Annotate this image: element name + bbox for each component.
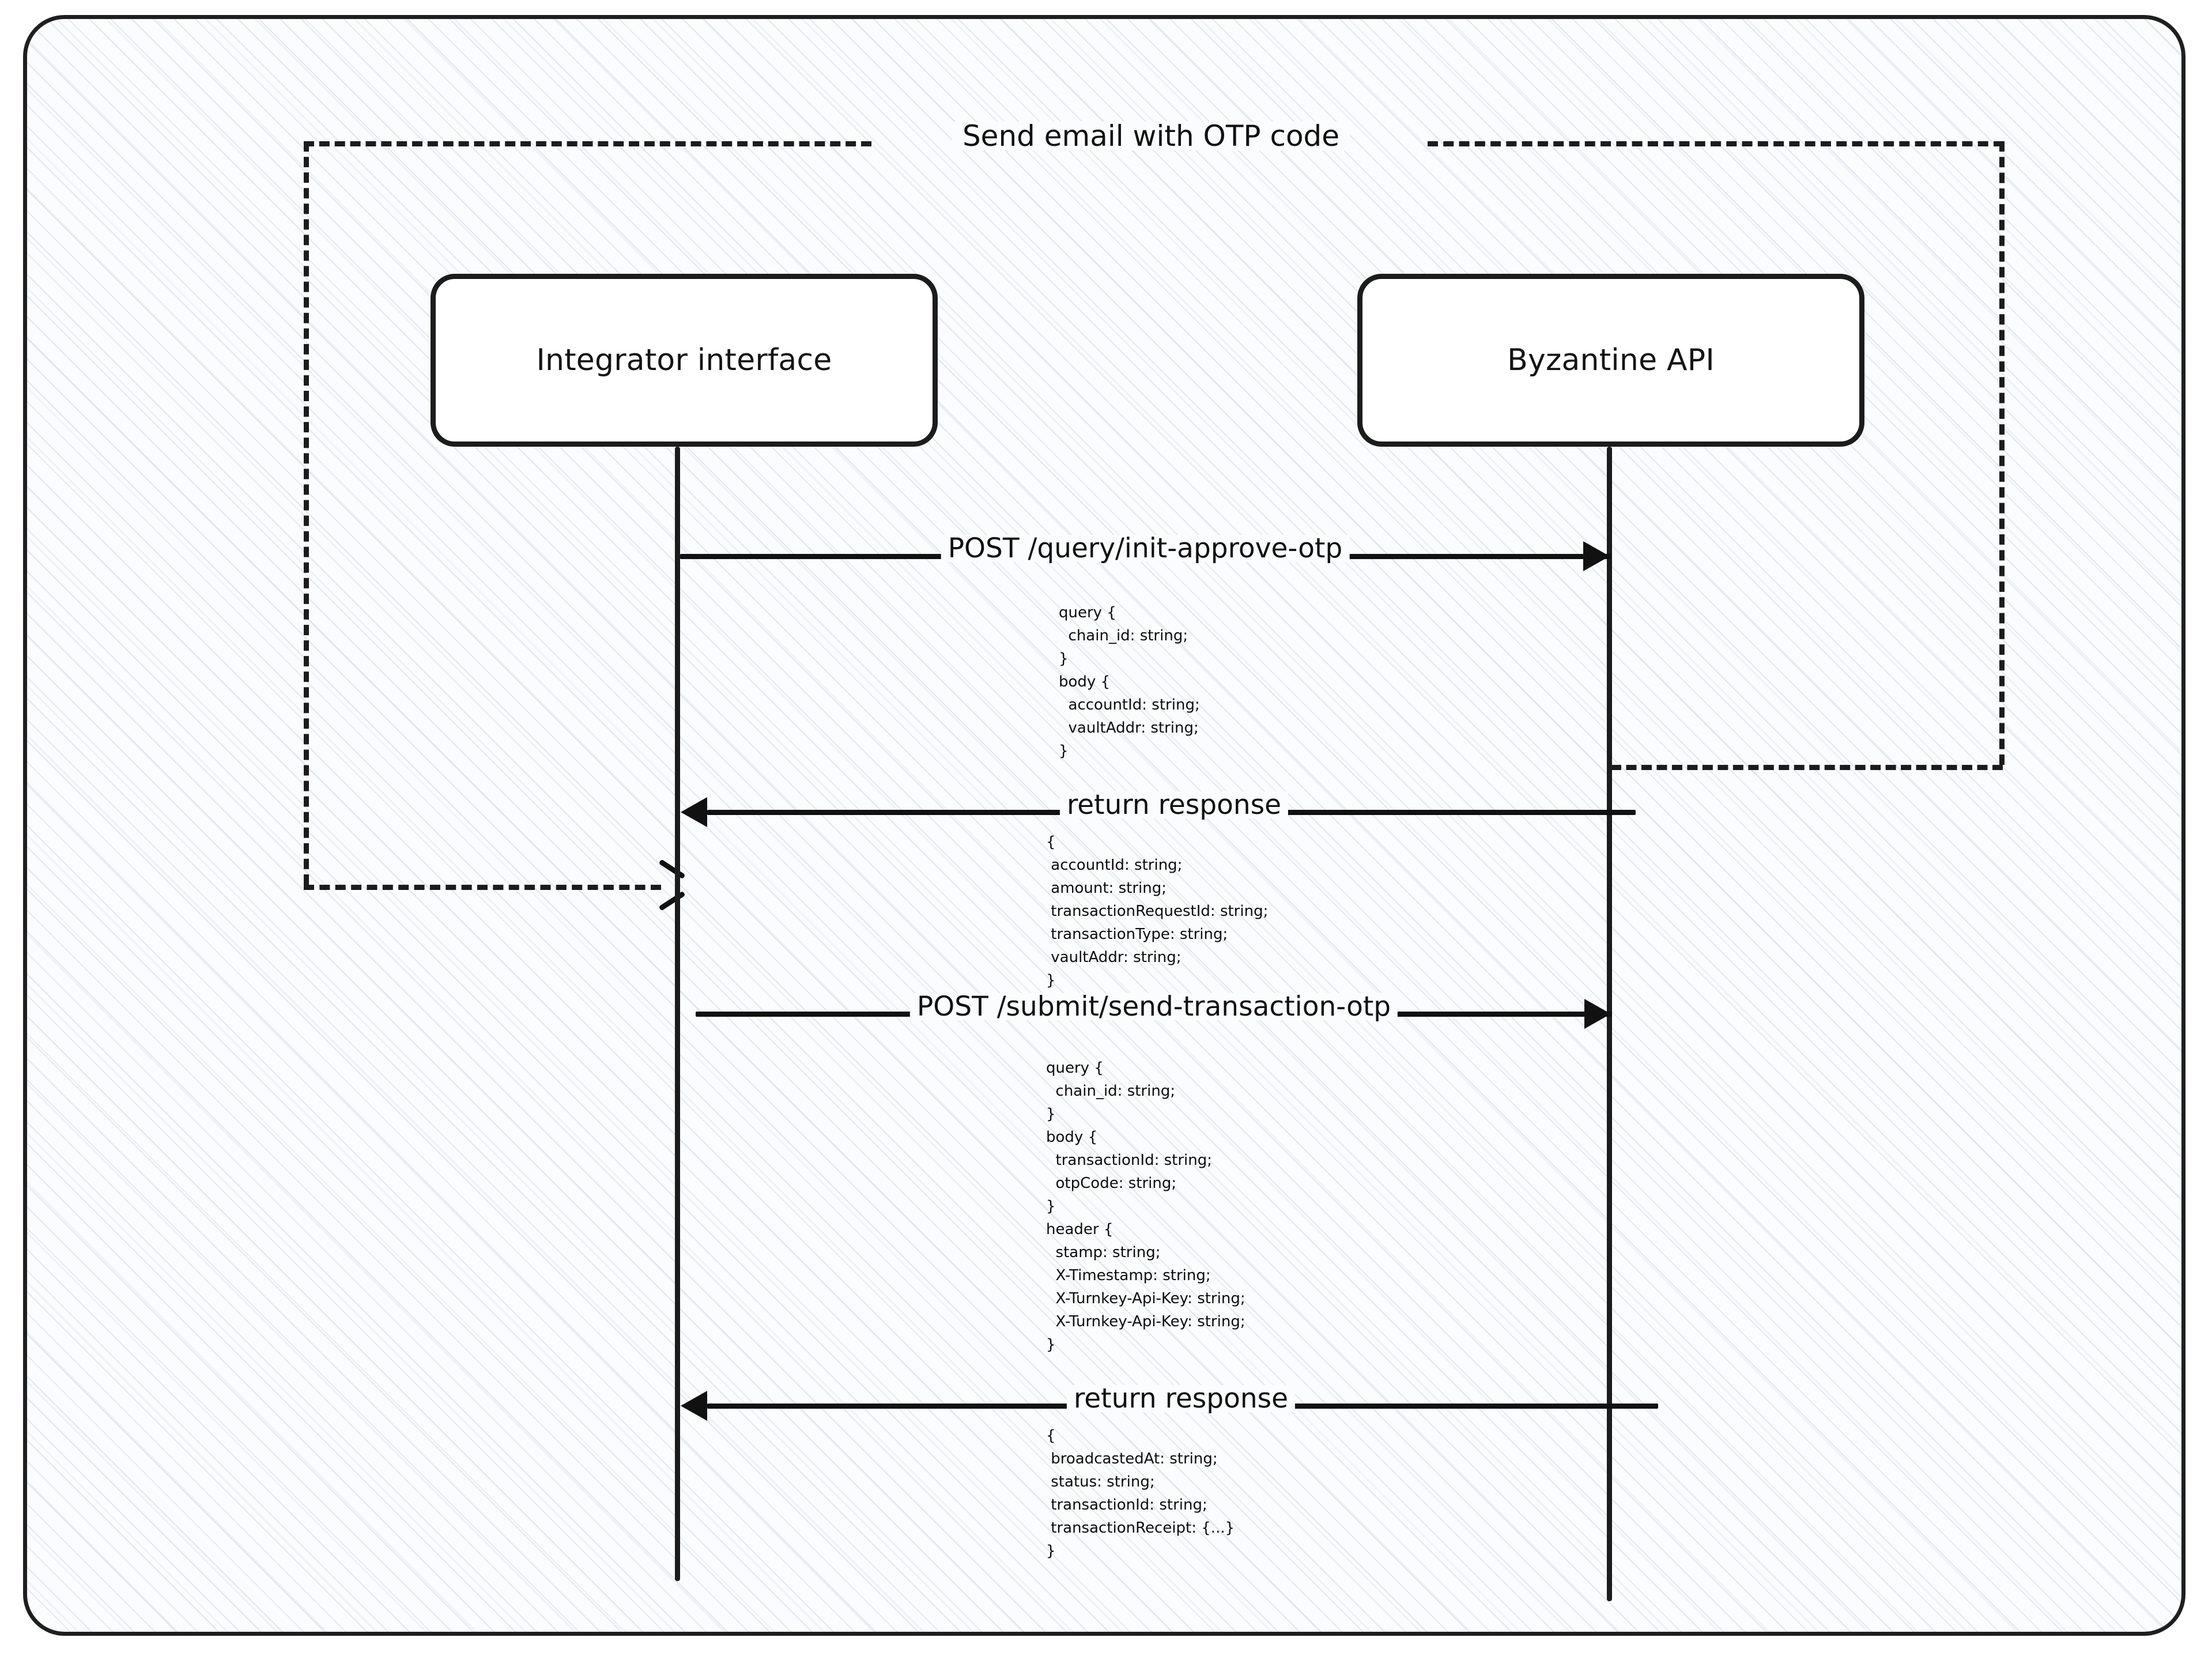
participant-integrator-label: Integrator interface <box>536 343 832 378</box>
message-3-note: query { chain_id: string; } body { trans… <box>1046 1059 1245 1353</box>
message-1-arrowhead-icon <box>1583 541 1610 571</box>
message-2-label: return response <box>1059 791 1289 818</box>
message-2-arrowhead-icon <box>681 797 707 827</box>
message-3-arrowhead-icon <box>1584 999 1611 1029</box>
message-1-note: query { chain_id: string; } body { accou… <box>1059 604 1200 760</box>
loop-edge-top-left <box>304 141 871 146</box>
loop-edge-bottom-right <box>1611 765 2003 770</box>
loop-edge-left <box>304 141 309 885</box>
message-2-note: { accountId: string; amount: string; tra… <box>1046 833 1269 989</box>
participant-integrator[interactable]: Integrator interface <box>431 274 938 447</box>
loop-fragment-title: Send email with OTP code <box>952 122 1350 150</box>
message-1-label: POST /query/init-approve-otp <box>941 535 1350 562</box>
message-3-label: POST /submit/send-transaction-otp <box>909 993 1398 1020</box>
loop-edge-top-right <box>1428 141 2004 146</box>
message-4-label: return response <box>1066 1385 1296 1412</box>
diagram-frame: Send email with OTP code Integrator inte… <box>23 15 2185 1636</box>
loop-edge-right <box>1999 141 2005 765</box>
participant-byzantine-label: Byzantine API <box>1507 343 1715 378</box>
message-4-note: { broadcastedAt: string; status: string;… <box>1046 1427 1235 1560</box>
participant-byzantine[interactable]: Byzantine API <box>1357 274 1864 447</box>
message-4-arrowhead-icon <box>681 1391 707 1421</box>
lifeline-integrator <box>675 447 680 1581</box>
loop-edge-bottom-left <box>304 885 661 890</box>
